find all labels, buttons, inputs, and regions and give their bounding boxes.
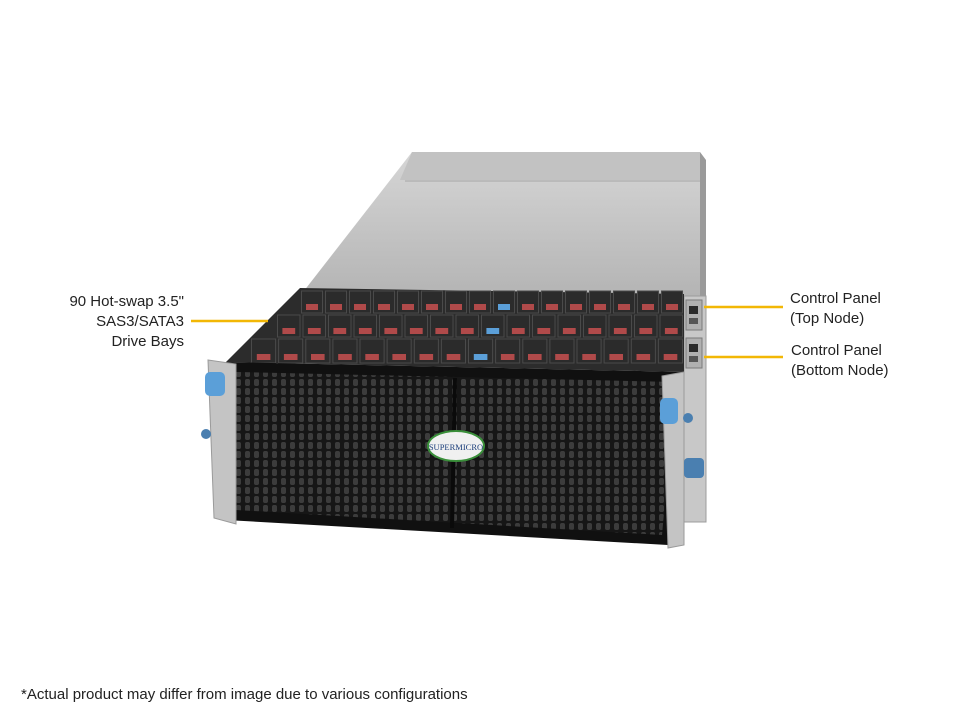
drive-tray-handle bbox=[358, 328, 372, 334]
drive-tray-handle bbox=[664, 328, 678, 334]
drive-tray-handle bbox=[307, 328, 321, 334]
drive-tray-handle bbox=[392, 354, 406, 360]
drive-tray-handle bbox=[562, 328, 576, 334]
supermicro-logo: SUPERMICRO bbox=[427, 430, 485, 462]
callout-control-panel-bottom-node: Control Panel (Bottom Node) bbox=[791, 341, 951, 381]
callout-drive-bays-line-3: Drive Bays bbox=[111, 333, 184, 350]
drive-tray-handle bbox=[594, 304, 606, 310]
drive-tray-handle bbox=[330, 304, 342, 310]
drive-tray-handle bbox=[588, 328, 602, 334]
drive-tray-handle bbox=[618, 304, 630, 310]
drive-tray-handle bbox=[419, 354, 434, 360]
callout-lines bbox=[191, 305, 783, 359]
drive-tray-handle bbox=[338, 354, 352, 360]
drive-tray-handle bbox=[636, 354, 651, 360]
drive-tray-handle bbox=[306, 304, 318, 310]
disclaimer-text: *Actual product may differ from image du… bbox=[21, 686, 468, 703]
drive-tray-handle bbox=[642, 304, 654, 310]
drive-tray-handle bbox=[663, 354, 678, 360]
callout-drive-bays: 90 Hot-swap 3.5" SAS3/SATA3 Drive Bays bbox=[40, 292, 184, 352]
drive-tray-handle bbox=[354, 304, 366, 310]
drive-tray-handle bbox=[333, 328, 347, 334]
callout-top-node-line-1: Control Panel bbox=[790, 290, 881, 307]
drive-tray-latch bbox=[473, 354, 488, 360]
drive-tray-handle bbox=[446, 354, 461, 360]
callout-drive-bays-line-1: 90 Hot-swap 3.5" bbox=[69, 293, 184, 310]
drive-tray-latch bbox=[486, 328, 500, 334]
right-mounting-ear bbox=[660, 371, 704, 549]
drive-tray-handle bbox=[511, 328, 525, 334]
drive-tray-handle bbox=[402, 304, 414, 310]
drive-tray-handle bbox=[500, 354, 515, 360]
drive-tray-handle bbox=[378, 304, 390, 310]
left-mounting-ear bbox=[201, 359, 237, 525]
drive-bay-deck bbox=[226, 288, 684, 372]
control-panel-top-node bbox=[685, 299, 703, 331]
right-latch-handle bbox=[660, 398, 678, 424]
drive-tray-handle bbox=[570, 304, 582, 310]
drive-tray-handle bbox=[609, 354, 623, 360]
callout-top-node-line-2: (Top Node) bbox=[790, 310, 865, 327]
control-panel-bottom-node bbox=[685, 337, 703, 369]
drive-tray-handle bbox=[365, 354, 379, 360]
drive-tray bbox=[440, 338, 466, 364]
logo-lettering: SUPERMICRO bbox=[429, 442, 483, 452]
drive-tray-handle bbox=[283, 354, 298, 360]
drive-tray-handle bbox=[282, 328, 296, 334]
drive-tray-handle bbox=[537, 328, 551, 334]
callout-drive-bays-line-2: SAS3/SATA3 bbox=[96, 313, 184, 330]
chassis-top-cover bbox=[300, 152, 700, 296]
drive-tray-handle bbox=[311, 354, 325, 360]
left-latch-handle bbox=[205, 372, 225, 396]
drive-tray-handle bbox=[613, 328, 627, 334]
callout-bottom-node-line-2: (Bottom Node) bbox=[791, 362, 889, 379]
drive-tray-handle bbox=[409, 328, 423, 334]
drive-tray-handle bbox=[426, 304, 438, 310]
drive-tray-handle bbox=[582, 354, 596, 360]
drive-tray-handle bbox=[555, 354, 569, 360]
drive-tray-handle bbox=[450, 304, 462, 310]
drive-trays bbox=[251, 290, 684, 364]
drive-tray-handle bbox=[639, 328, 653, 334]
drive-tray-handle bbox=[474, 304, 486, 310]
drive-tray-handle bbox=[435, 328, 449, 334]
drive-tray-handle bbox=[256, 354, 271, 360]
drive-tray-handle bbox=[460, 328, 474, 334]
drive-tray-handle bbox=[384, 328, 398, 334]
drive-tray-handle bbox=[546, 304, 558, 310]
callout-control-panel-top-node: Control Panel (Top Node) bbox=[790, 289, 950, 329]
drive-tray-handle bbox=[528, 354, 542, 360]
drive-tray bbox=[495, 338, 521, 364]
drive-tray-handle bbox=[522, 304, 534, 310]
callout-bottom-node-line-1: Control Panel bbox=[791, 342, 882, 359]
drive-tray-latch bbox=[498, 304, 510, 310]
drive-tray-handle bbox=[666, 304, 678, 310]
